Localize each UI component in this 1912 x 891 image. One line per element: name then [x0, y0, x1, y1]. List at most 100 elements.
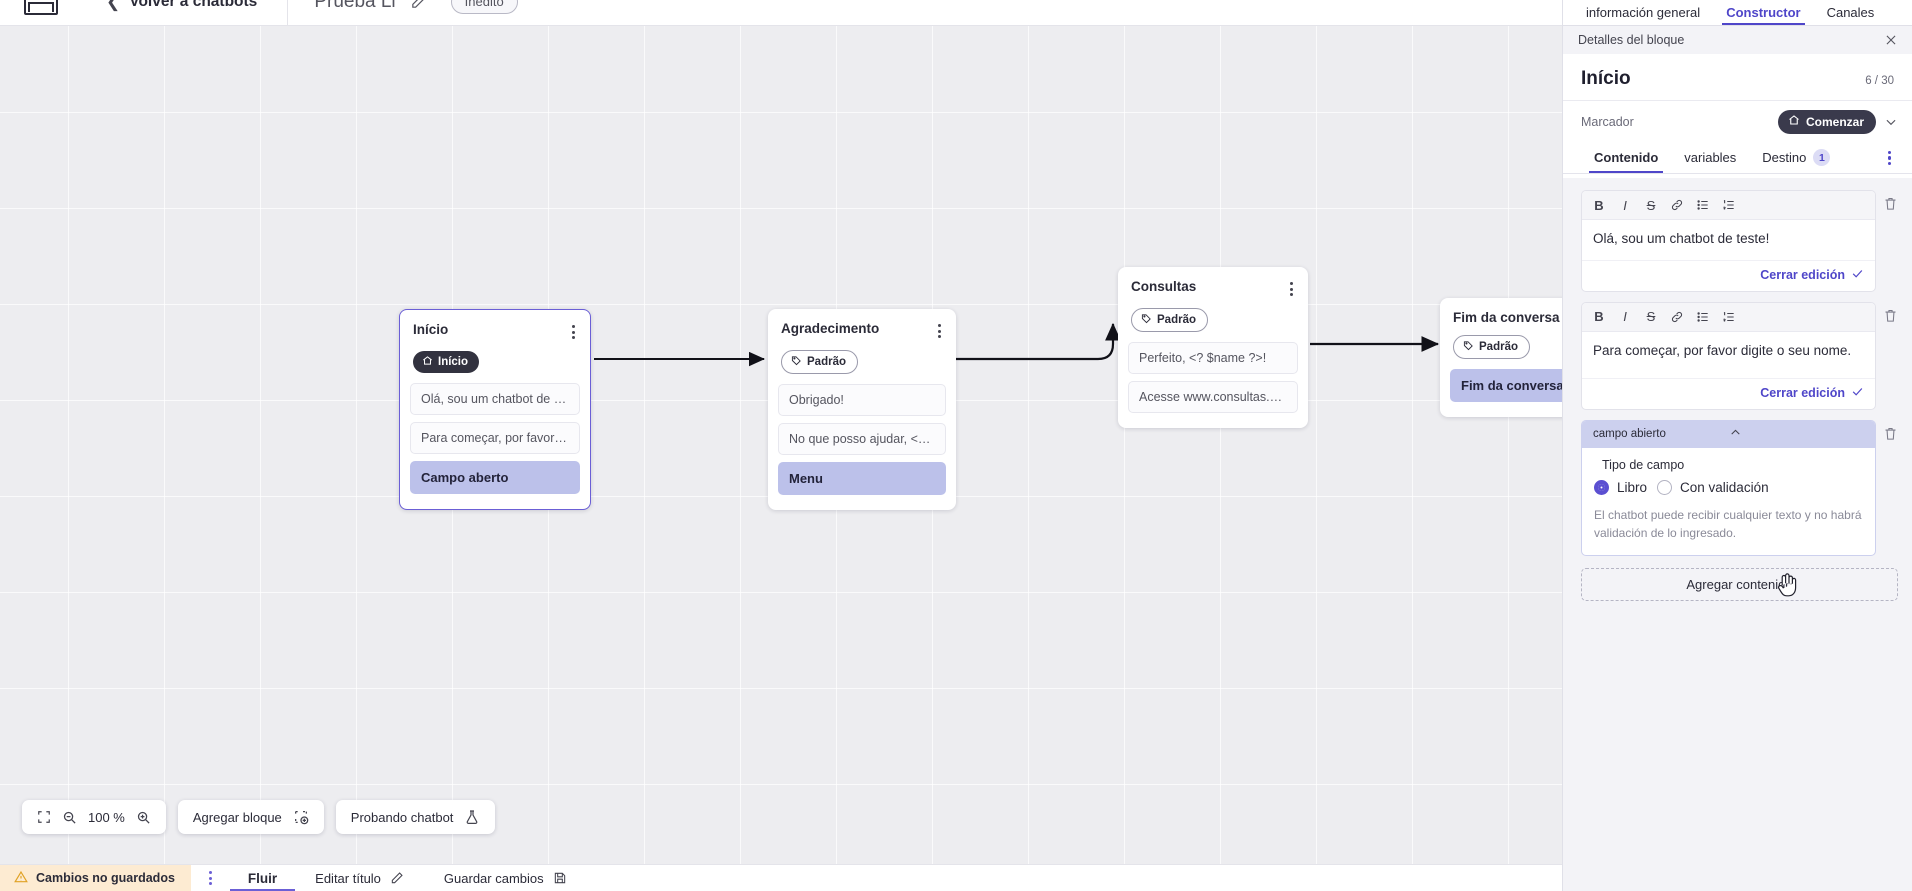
tab-informacion-general[interactable]: información general	[1586, 5, 1701, 20]
bullet-list-icon[interactable]	[1690, 306, 1716, 328]
chevron-up-icon[interactable]	[1729, 426, 1865, 442]
strikethrough-icon[interactable]: S	[1646, 309, 1656, 325]
tab-destino[interactable]: Destino 1	[1749, 143, 1843, 173]
flow-node-agradecimento[interactable]: Agradecimento Padrão Obrigado! No que po…	[768, 309, 956, 510]
content-editor-row: B I S Olá, sou um chatbot de tes	[1581, 190, 1898, 292]
add-content-button[interactable]: Agregar contenido	[1581, 567, 1898, 601]
marker-value-label: Comenzar	[1805, 114, 1864, 129]
rich-text-editor[interactable]: B I S Para começar, por favor di	[1581, 301, 1876, 410]
tab-canales[interactable]: Canales	[1826, 5, 1875, 20]
strikethrough-icon[interactable]: S	[1646, 197, 1656, 213]
node-message[interactable]: No que posso ajudar, <? $name ...	[778, 422, 946, 455]
node-tag-label: Padrão	[1157, 313, 1196, 326]
test-chatbot-button[interactable]: Probando chatbot	[335, 800, 496, 834]
open-field-body: Tipo de campo Libro Con validación E	[1582, 448, 1875, 555]
edit-title-button[interactable]: Editar título	[295, 865, 424, 891]
close-edit-label: Cerrar edición	[1760, 267, 1845, 282]
add-block-icon	[293, 809, 309, 825]
bold-icon[interactable]: B	[1594, 309, 1604, 325]
radio-con-validacion[interactable]: Con validación	[1657, 479, 1769, 495]
panel-subheader: Detalles del bloque	[1563, 26, 1912, 54]
open-field-header[interactable]: campo abierto	[1582, 420, 1875, 448]
status-bar: Cambios no guardados Fluir Editar título…	[0, 864, 1562, 891]
add-block-label: Agregar bloque	[192, 809, 282, 825]
flow-node-consultas[interactable]: Consultas Padrão Perfeito, <? $name ?>! …	[1118, 267, 1308, 428]
test-chatbot-label: Probando chatbot	[350, 809, 454, 825]
node-message[interactable]: Olá, sou um chatbot de teste!	[410, 382, 580, 415]
bullet-list-icon[interactable]	[1690, 194, 1716, 216]
chevron-down-icon[interactable]	[1884, 115, 1898, 129]
italic-icon[interactable]: I	[1623, 309, 1627, 325]
node-tag-row: Início	[400, 342, 590, 383]
panel-menu-icon[interactable]	[1879, 148, 1900, 169]
node-menu-icon[interactable]	[936, 321, 943, 341]
editor-text[interactable]: Olá, sou um chatbot de teste!	[1593, 231, 1770, 246]
trash-icon[interactable]	[1883, 302, 1898, 323]
rich-text-editor[interactable]: B I S Olá, sou um chatbot de tes	[1581, 190, 1876, 292]
node-message[interactable]: Acesse www.consultas.com par...	[1128, 380, 1298, 413]
status-menu-icon[interactable]	[191, 865, 230, 891]
add-block-button[interactable]: Agregar bloque	[177, 800, 324, 834]
close-edit-button[interactable]: Cerrar edición	[1582, 259, 1875, 291]
save-changes-label: Guardar cambios	[443, 870, 544, 886]
field-help-text: El chatbot puede recibir cualquier texto…	[1594, 507, 1862, 540]
node-message-highlighted[interactable]: Campo aberto	[410, 460, 580, 494]
warning-icon	[14, 870, 28, 887]
node-menu-icon[interactable]	[1288, 279, 1295, 299]
marker-value-pill[interactable]: Comenzar	[1777, 110, 1876, 134]
back-to-chatbots-link[interactable]: ❮ Volver a chatbots	[106, 0, 257, 12]
node-title: Início	[413, 322, 449, 337]
flask-icon	[464, 809, 480, 825]
pencil-icon	[390, 871, 404, 885]
node-message[interactable]: Perfeito, <? $name ?>!	[1128, 341, 1298, 374]
tab-contenido-label: Contenido	[1594, 150, 1659, 165]
content-editor-row: B I S Para começar, por favor di	[1581, 301, 1898, 410]
node-title: Consultas	[1131, 279, 1197, 294]
fit-screen-icon[interactable]	[37, 810, 51, 824]
check-icon	[1851, 267, 1864, 283]
zoom-out-icon[interactable]	[62, 810, 77, 825]
flow-canvas[interactable]: Início Início Olá, sou um chatbot de tes…	[0, 26, 1562, 864]
close-icon[interactable]	[1884, 33, 1898, 47]
panel-subheader-label: Detalles del bloque	[1578, 33, 1685, 47]
link-icon[interactable]	[1664, 194, 1690, 216]
unsaved-changes-indicator: Cambios no guardados	[0, 865, 191, 891]
close-edit-button[interactable]: Cerrar edición	[1582, 377, 1875, 409]
numbered-list-icon[interactable]	[1716, 306, 1742, 328]
bold-icon[interactable]: B	[1594, 197, 1604, 213]
node-message[interactable]: Para começar, por favor digite o ...	[410, 421, 580, 454]
app-logo[interactable]	[24, 0, 58, 15]
save-changes-button[interactable]: Guardar cambios	[424, 865, 587, 891]
node-message[interactable]: Obrigado!	[778, 383, 946, 416]
numbered-list-icon[interactable]	[1716, 194, 1742, 216]
tab-variables[interactable]: variables	[1671, 144, 1749, 172]
flow-node-fim-da-conversa[interactable]: Fim da conversa Padrão Fim da conversa	[1440, 298, 1562, 417]
status-badge: Inédito	[450, 0, 518, 14]
editor-text[interactable]: Para começar, por favor digite o seu nom…	[1593, 342, 1852, 358]
node-message-highlighted[interactable]: Menu	[778, 461, 946, 495]
node-menu-icon[interactable]	[570, 322, 577, 342]
tab-contenido[interactable]: Contenido	[1581, 144, 1671, 173]
field-type-label: Tipo de campo	[1602, 457, 1685, 472]
italic-icon[interactable]: I	[1623, 197, 1627, 213]
radio-libro[interactable]: Libro	[1594, 479, 1648, 495]
trash-icon[interactable]	[1883, 190, 1898, 211]
node-title: Fim da conversa	[1453, 310, 1560, 325]
node-tag-row: Padrão	[1440, 326, 1562, 369]
pencil-icon[interactable]	[410, 0, 427, 10]
zoom-control-group[interactable]: 100 %	[22, 800, 166, 834]
panel-content: B I S Olá, sou um chatbot de tes	[1563, 178, 1912, 891]
trash-icon[interactable]	[1883, 420, 1898, 441]
flow-node-inicio[interactable]: Início Início Olá, sou um chatbot de tes…	[399, 309, 591, 510]
save-icon	[553, 871, 567, 885]
panel-tab-bar: información general Constructor Canales	[1563, 0, 1912, 26]
radio-libro-label: Libro	[1617, 479, 1648, 495]
tab-constructor[interactable]: Constructor	[1713, 5, 1813, 25]
link-icon[interactable]	[1664, 306, 1690, 328]
back-to-chatbots-label: Volver a chatbots	[129, 0, 258, 10]
node-message-highlighted[interactable]: Fim da conversa	[1450, 368, 1562, 402]
node-header: Fim da conversa	[1440, 298, 1562, 326]
home-icon	[422, 355, 433, 369]
zoom-in-icon[interactable]	[136, 810, 151, 825]
tab-fluir[interactable]: Fluir	[229, 865, 296, 891]
